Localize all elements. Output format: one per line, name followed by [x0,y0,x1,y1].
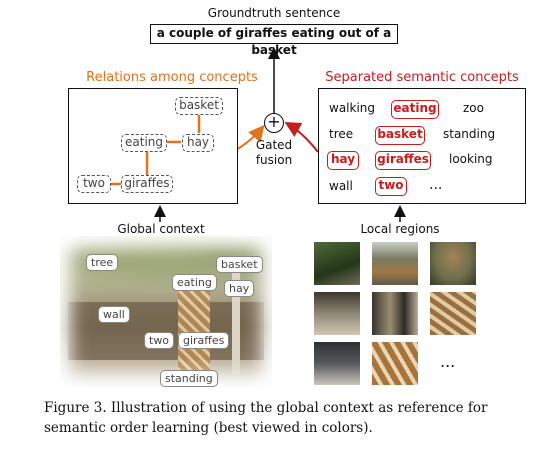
photo-label-hay: hay [224,280,255,297]
fusion-label-2: fusion [255,153,293,167]
concept-standing: standing [443,127,496,141]
figure-caption: Figure 3. Illustration of using the glob… [44,400,488,436]
concept-giraffes: giraffes [375,151,431,170]
relations-title: Relations among concepts [86,70,258,85]
relation-node-two: two [77,175,111,193]
photo-label-wall: wall [98,306,130,323]
concept-looking: looking [449,152,493,166]
relation-node-basket: basket [175,97,223,115]
photo-label-giraffes: giraffes [178,332,230,349]
region-thumb-7 [314,342,360,385]
relations-panel: basket eating hay two giraffes [68,88,238,204]
fusion-label-1: Gated [255,138,293,152]
region-thumb-6 [430,292,476,335]
concept-walking: walking [329,101,376,115]
plus-icon: + [267,112,281,131]
photo-giraffe [178,282,210,378]
photo-label-tree: tree [86,254,119,271]
photo-label-standing: standing [160,370,218,387]
photo-pole [232,256,240,374]
photo-label-basket: basket [216,256,263,273]
concept-hay: hay [327,151,359,170]
semantic-to-fusion-arrow [284,122,319,153]
photo-label-two: two [144,332,175,349]
semantic-title: Separated semantic concepts [325,70,519,85]
region-thumb-2 [372,242,418,285]
region-thumb-1 [314,242,360,285]
semantic-panel: walking eating zoo tree basket standing … [318,88,526,204]
groundtruth-title: Groundtruth sentence [207,6,341,20]
region-thumb-5 [372,292,418,335]
concept-wall: wall [329,179,353,193]
relations-to-fusion-arrow [235,124,265,151]
relation-node-hay: hay [182,134,214,152]
region-thumb-4 [314,292,360,335]
local-regions-label: Local regions [360,222,440,236]
concept-ellipsis: ... [429,177,443,193]
relation-node-giraffes: giraffes [121,175,173,193]
photo-label-eating: eating [172,274,217,291]
concept-zoo: zoo [463,101,484,115]
concept-basket: basket [375,126,425,145]
regions-ellipsis: ... [440,352,456,371]
global-context-label: Global context [117,222,205,236]
concept-tree: tree [329,127,354,141]
groundtruth-sentence: a couple of giraffes eating out of a bas… [150,24,398,57]
relation-node-eating: eating [121,134,167,152]
concept-eating: eating [391,100,439,119]
fusion-circle: + [264,113,284,133]
concept-two: two [375,177,407,196]
region-thumb-3 [430,242,476,285]
region-thumb-8 [372,342,418,385]
